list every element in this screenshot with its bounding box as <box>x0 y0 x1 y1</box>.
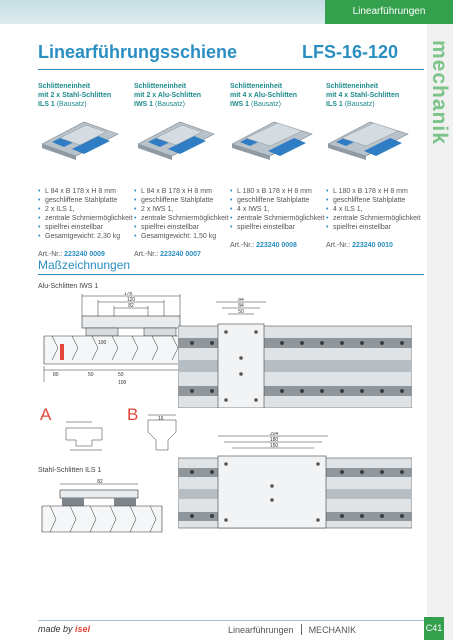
side-band <box>427 24 453 640</box>
dim-label: 50 <box>88 372 94 378</box>
dim-label: 120 <box>127 297 136 303</box>
detail-a-drawing <box>65 421 103 451</box>
slide-unit-image <box>134 116 218 160</box>
section-divider <box>38 274 424 275</box>
steel-cross-section-drawing: 82 <box>41 479 163 533</box>
dim-label: 82 <box>128 303 134 309</box>
detail-a-label: A <box>40 405 52 424</box>
rail-top-view-4-slides: 84 84 50 <box>178 298 412 408</box>
title-divider <box>38 69 424 70</box>
section-heading: Maßzeichnungen <box>38 258 131 272</box>
slide-unit-image <box>230 116 314 160</box>
dim-label: 178 <box>124 292 133 297</box>
feature-list: L 180 x B 178 x H 8 mmgeschliffene Stahl… <box>230 187 326 232</box>
feature-list: L 84 x B 178 x H 8 mmgeschliffene Stahlp… <box>38 187 134 241</box>
dim-label: 204 <box>270 432 279 437</box>
footer-divider <box>38 620 424 621</box>
slide-unit-image <box>326 116 410 160</box>
article-number: Art.-Nr.: 223240 0009 <box>38 251 105 258</box>
dim-label: 180 <box>270 437 279 443</box>
dim-label: 100 <box>118 380 127 386</box>
dim-label: 150 <box>270 443 279 449</box>
alu-cross-section-drawing: 178 120 82 100 80 50 50 100 <box>43 292 215 386</box>
article-number: Art.-Nr.: 223240 0008 <box>230 242 297 249</box>
detail-b-label: B <box>127 405 139 424</box>
header-tab: Linearführungen <box>325 0 453 24</box>
page-number: C41 <box>424 617 444 640</box>
page-title: Linearführungsschiene <box>38 42 238 62</box>
model-number: LFS-16-120 <box>302 42 399 62</box>
dim-label: 50 <box>238 309 244 315</box>
article-number: Art.-Nr.: 223240 0007 <box>134 251 201 258</box>
side-tab-label: mechanik <box>428 40 451 145</box>
dim-label: 82 <box>97 479 103 485</box>
steel-slide-label: Stahl-Schlitten ILS 1 <box>38 467 102 474</box>
dim-label: 50 <box>118 372 124 378</box>
header-bar: Linearführungen <box>0 0 453 24</box>
feature-list: L 84 x B 178 x H 8 mmgeschliffene Stahlp… <box>134 187 230 241</box>
brand-signature: made by isel <box>38 624 91 634</box>
dim-label: 80 <box>53 372 59 378</box>
feature-list: L 180 x B 178 x H 8 mmgeschliffene Stahl… <box>326 187 422 232</box>
detail-b-drawing: 16 <box>147 414 177 451</box>
dim-label: 16 <box>158 416 164 422</box>
alu-slide-label: Alu-Schlitten IWS 1 <box>38 283 99 290</box>
article-number: Art.-Nr.: 223240 0010 <box>326 242 393 249</box>
slide-unit-image <box>38 116 122 160</box>
rail-top-view-2-slides: 204 180 150 <box>178 432 412 529</box>
dim-label: 84 <box>238 303 244 309</box>
dim-label: 100 <box>98 340 107 346</box>
dim-label: 84 <box>238 298 244 303</box>
